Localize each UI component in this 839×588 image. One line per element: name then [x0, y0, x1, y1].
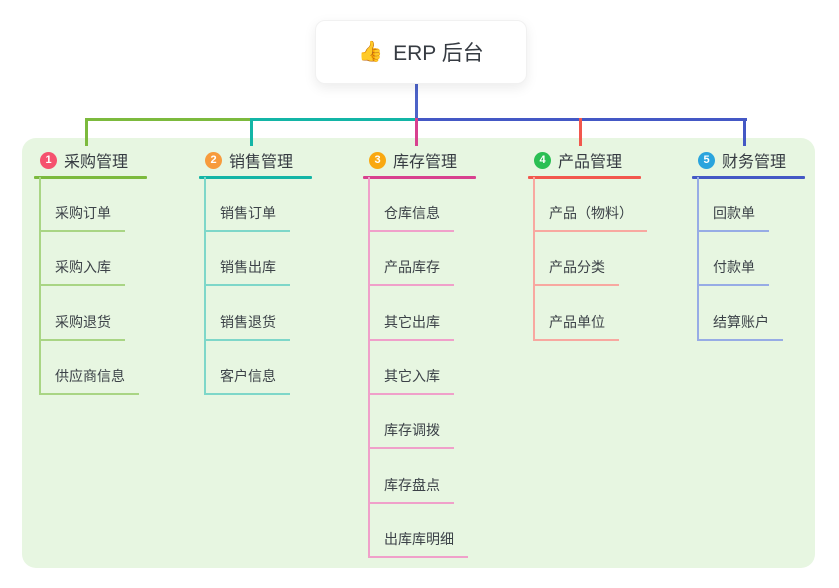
- child-node[interactable]: 出库库明细: [368, 526, 468, 558]
- child-connector-vline: [533, 177, 535, 341]
- child-node[interactable]: 销售订单: [204, 200, 290, 232]
- child-node[interactable]: 产品分类: [533, 254, 619, 286]
- child-node[interactable]: 客户信息: [204, 363, 290, 395]
- branch-drop-line: [250, 118, 253, 146]
- child-node[interactable]: 产品单位: [533, 309, 619, 341]
- branch-drop-line: [743, 118, 746, 146]
- child-node[interactable]: 产品库存: [368, 254, 454, 286]
- branch-drop-line: [579, 118, 582, 146]
- child-node[interactable]: 库存盘点: [368, 472, 454, 504]
- branch-column: 1 采购管理采购订单采购入库采购退货供应商信息: [34, 144, 147, 395]
- branch-title-underline: [34, 176, 147, 179]
- child-node[interactable]: 结算账户: [697, 309, 783, 341]
- branch-title: 产品管理: [558, 154, 623, 171]
- branch-title: 采购管理: [64, 154, 129, 171]
- child-node[interactable]: 回款单: [697, 200, 769, 232]
- child-node[interactable]: 采购入库: [39, 254, 125, 286]
- child-node[interactable]: 库存调拨: [368, 417, 454, 449]
- child-node[interactable]: 其它入库: [368, 363, 454, 395]
- branch-node[interactable]: 4 产品管理: [528, 144, 641, 176]
- branch-node[interactable]: 5 财务管理: [692, 144, 805, 176]
- branch-title: 销售管理: [229, 154, 294, 171]
- branch-node[interactable]: 1 采购管理: [34, 144, 147, 176]
- branch-title-underline: [692, 176, 805, 179]
- connector-hline: [251, 118, 416, 121]
- root-label: ERP 后台: [393, 42, 484, 65]
- branch-title: 库存管理: [393, 154, 458, 171]
- child-node[interactable]: 供应商信息: [39, 363, 139, 395]
- child-node[interactable]: 付款单: [697, 254, 769, 286]
- child-connector-vline: [368, 177, 370, 558]
- child-connector-vline: [697, 177, 699, 341]
- branch-column: 5 财务管理回款单付款单结算账户: [692, 144, 805, 341]
- branch-column: 4 产品管理产品（物料） 产品分类产品单位: [528, 144, 647, 341]
- child-connector-vline: [204, 177, 206, 395]
- branch-title-underline: [199, 176, 312, 179]
- child-node[interactable]: 产品（物料）: [533, 200, 647, 232]
- branch-title-underline: [363, 176, 476, 179]
- child-node[interactable]: 其它出库: [368, 309, 454, 341]
- thumbs-up-icon: 👍: [358, 41, 384, 63]
- branch-node[interactable]: 3 库存管理: [363, 144, 476, 176]
- child-node[interactable]: 采购退货: [39, 309, 125, 341]
- connector-hline: [86, 118, 251, 121]
- branch-column: 3 库存管理仓库信息产品库存其它出库其它入库库存调拨库存盘点出库库明细: [363, 144, 476, 558]
- branches-panel: [22, 138, 815, 568]
- child-connector-vline: [39, 177, 41, 395]
- trunk-line: [415, 82, 418, 121]
- branch-node[interactable]: 2 销售管理: [199, 144, 312, 176]
- branch-number-badge: 3: [369, 151, 386, 169]
- child-node[interactable]: 销售出库: [204, 254, 290, 286]
- root-node[interactable]: 👍 ERP 后台: [315, 20, 527, 84]
- branch-title: 财务管理: [722, 154, 787, 171]
- branch-number-badge: 5: [698, 151, 715, 169]
- child-node[interactable]: 采购订单: [39, 200, 125, 232]
- branch-drop-line: [415, 118, 418, 146]
- branch-column: 2 销售管理销售订单销售出库销售退货客户信息: [199, 144, 312, 395]
- branch-number-badge: 2: [205, 151, 222, 169]
- child-node[interactable]: 仓库信息: [368, 200, 454, 232]
- branch-title-underline: [528, 176, 641, 179]
- branch-drop-line: [85, 118, 88, 146]
- branch-number-badge: 1: [40, 151, 57, 169]
- branch-number-badge: 4: [534, 151, 551, 169]
- child-node[interactable]: 销售退货: [204, 309, 290, 341]
